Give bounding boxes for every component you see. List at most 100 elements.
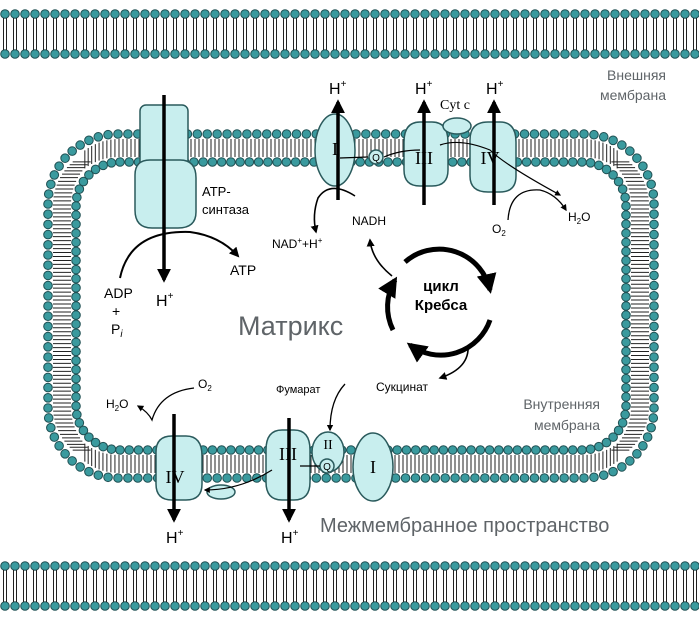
lipid-head [10,9,20,19]
lipid-head [180,601,190,611]
lipid-head [43,331,53,342]
lipid-head [10,49,20,59]
lipid-head [570,49,580,59]
lipid-head [130,9,140,19]
lipid-head [100,9,110,19]
lipid-head [75,140,85,150]
lipid-head [440,561,450,571]
lipid-head [649,311,659,322]
lipid-head [617,140,627,150]
lipid-head [470,49,480,59]
lipid-head [529,473,540,483]
lipid-head [71,392,81,402]
lipid-head [120,561,130,571]
lipid-head [440,49,450,59]
adp-plus-label: + [112,303,120,319]
lipid-head [226,157,236,167]
lipid-head [70,601,80,611]
lipid-head [620,561,630,571]
lipid-head [670,49,680,59]
lipid-head [124,445,135,455]
lipid-head [649,291,659,301]
lipid-head [252,129,262,139]
lipid-head [43,393,53,403]
lipid-head [46,179,56,190]
atp-synthase-label-2: синтаза [202,202,250,217]
lipid-head [649,352,659,362]
lipid-head [60,601,70,611]
lipid-head [207,445,218,455]
lipid-head [90,561,100,571]
lipid-head [430,473,441,483]
lipid-head [301,129,312,139]
lipid-head [690,601,699,611]
outer-membrane-label-2: мембрана [600,87,666,103]
lipid-head [540,157,550,167]
krebs-to-nadh-arrow [366,238,393,277]
lipid-head [490,49,500,59]
lipid-head [470,473,480,483]
lipid-head [230,561,240,571]
lipid-head [690,561,699,571]
lipid-head [450,473,460,483]
proton-arrows [157,95,501,523]
lipid-head [549,157,560,167]
lipid-head [140,9,150,19]
lipid-head [521,157,532,167]
lipid-head [220,561,230,571]
lipid-head [71,201,81,211]
lipid-head [71,364,81,375]
lipid-head [290,9,300,19]
lipid-head [43,362,53,373]
lipid-head [84,432,94,442]
lipid-head [531,157,541,167]
lipid-head [601,437,612,448]
lipid-head [690,9,699,19]
lipid-head [589,129,599,140]
proton-label-complex-i-top: H+ [329,79,347,98]
lipid-head [420,49,430,59]
lipid-head [390,561,400,571]
lipid-head [150,49,160,59]
lipid-head [680,601,690,611]
lipid-head [550,49,560,59]
lipid-head [503,445,513,455]
lipid-head [350,49,360,59]
lipid-head [621,228,631,239]
lipid-head [430,561,440,571]
lipid-head [210,49,220,59]
lipid-head [310,601,320,611]
lipid-head [598,132,609,142]
lipid-head [450,49,460,59]
lipid-head [420,601,430,611]
lipid-head [470,561,480,571]
lipid-head [500,601,510,611]
lipid-head [40,601,50,611]
lipid-head [560,561,570,571]
lipid-head [98,441,108,452]
lipid-head [585,444,596,454]
lipid-head [621,201,631,211]
lipid-head [660,601,670,611]
lipid-head [380,49,390,59]
intermembrane-space-label: Межмембранное пространство [320,515,609,537]
lipid-head [560,601,570,611]
lipid-head [475,445,486,455]
lipid-head [608,432,618,442]
lipid-head [370,129,381,139]
lipid-head [649,280,659,291]
lipid-head [401,445,412,455]
lipid-head [580,561,590,571]
lipid-head [190,9,200,19]
lipid-head [484,445,495,455]
lipid-head [120,601,130,611]
lipid-head [71,346,81,357]
lipid-head [500,49,510,59]
complex-iv-bottom [155,435,203,501]
lipid-head [608,466,618,477]
lipid-head [71,237,81,248]
lipid-head [250,601,260,611]
lipid-head [540,445,550,455]
lipid-head [410,601,420,611]
lipid-head [320,9,330,19]
